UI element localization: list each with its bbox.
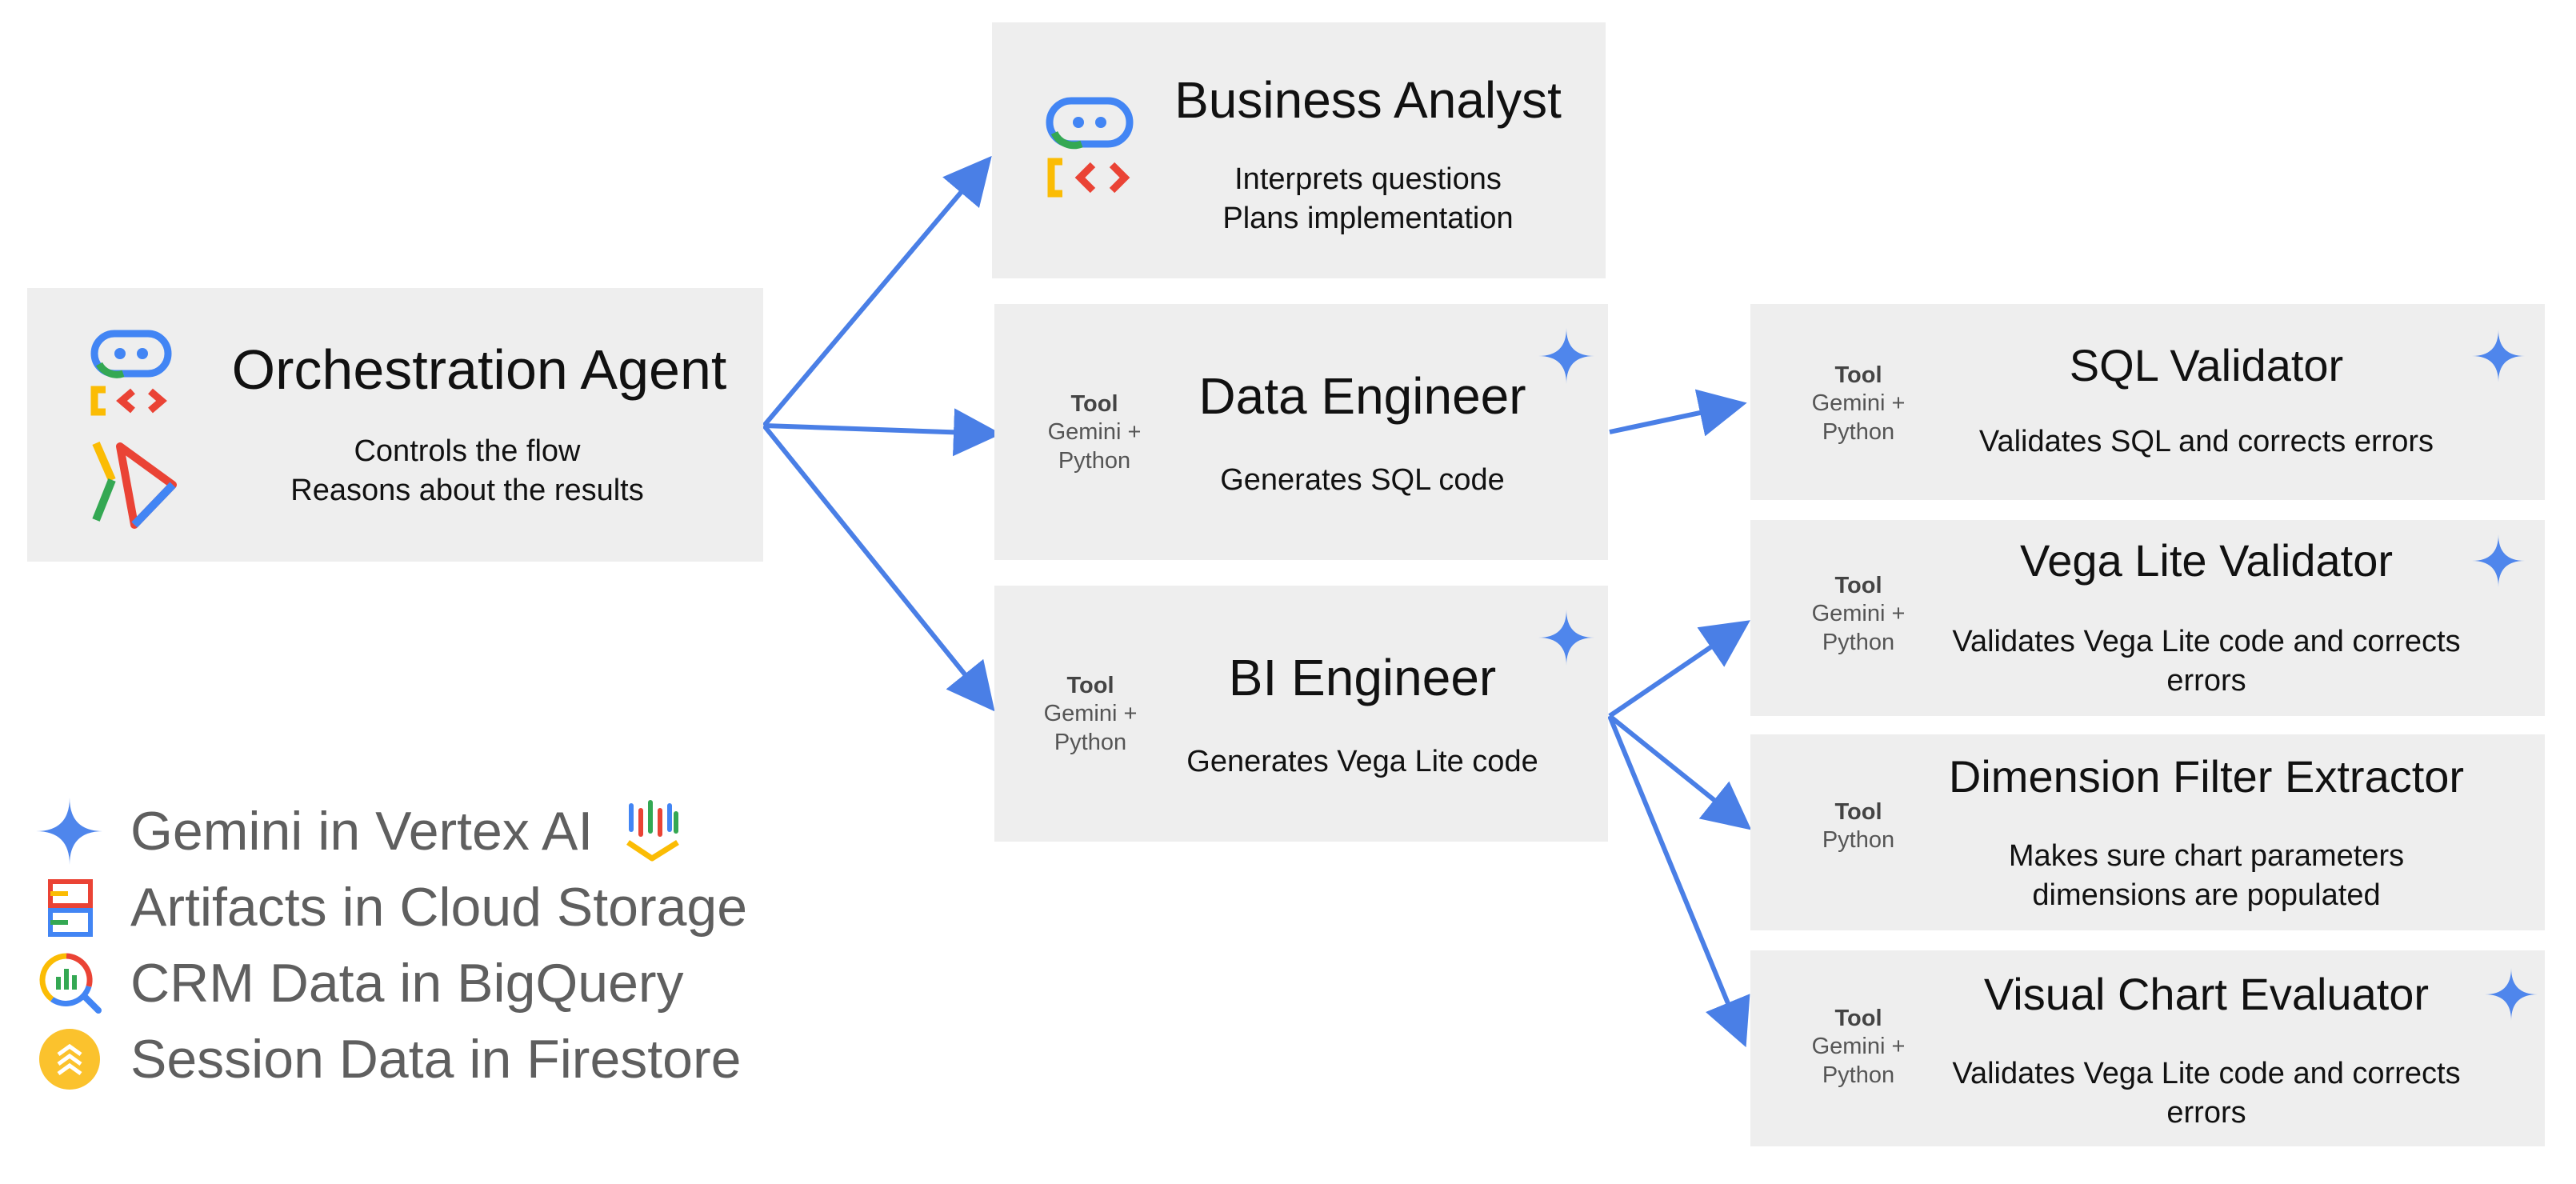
bi-engineer-desc: Generates Vega Lite code — [1186, 745, 1538, 778]
arrow-orchestrator-to-business-analyst — [762, 155, 992, 427]
gemini-sparkle-icon — [36, 798, 103, 865]
sql-validator-tool-tag: Tool Gemini + Python — [1811, 362, 1906, 445]
gemini-sparkle-icon — [2485, 968, 2538, 1021]
agent-engine-icon — [92, 442, 177, 529]
arrow-orchestrator-to-data-engineer — [763, 408, 1002, 457]
agent-builder-icon — [1046, 97, 1134, 198]
sql-validator-title: SQL Validator — [2069, 340, 2344, 390]
arrow-data-engineer-to-sql-validator — [1609, 389, 1747, 437]
business-analyst-title: Business Analyst — [1174, 71, 1562, 129]
arrow-bi-engineer-to-dimension-extractor — [1608, 714, 1752, 830]
visual-chart-evaluator-desc: Validates Vega Lite code and corrects er… — [1952, 1057, 2461, 1130]
vega-lite-validator-box: Tool Gemini + Python Vega Lite Validator… — [1750, 520, 2545, 716]
firestore-icon — [39, 1029, 100, 1090]
gemini-sparkle-icon — [1538, 610, 1594, 666]
sql-validator-desc: Validates SQL and corrects errors — [1978, 425, 2434, 458]
dimension-filter-extractor-tool-tag: Tool Python — [1822, 799, 1895, 854]
visual-chart-evaluator-tool-tag: Tool Gemini + Python — [1811, 1006, 1906, 1088]
gemini-sparkle-icon — [1538, 328, 1594, 384]
data-engineer-title: Data Engineer — [1198, 367, 1526, 425]
bigquery-icon — [39, 953, 102, 1014]
dimension-filter-extractor-box: Tool Python Dimension Filter Extractor M… — [1750, 734, 2545, 930]
business-analyst-box: Business Analyst Interprets questions Pl… — [992, 22, 1606, 278]
bi-engineer-box: Tool Gemini + Python BI Engineer Generat… — [994, 586, 1608, 842]
orchestration-agent-desc: Controls the flow Reasons about the resu… — [290, 434, 644, 508]
legend-item-firestore: Session Data in Firestore — [36, 1027, 741, 1091]
bi-engineer-title: BI Engineer — [1228, 649, 1497, 706]
dimension-filter-extractor-title: Dimension Filter Extractor — [1948, 751, 2465, 802]
arrow-bi-engineer-to-chart-evaluator — [1607, 714, 1750, 1048]
vega-lite-validator-tool-tag: Tool Gemini + Python — [1811, 573, 1906, 655]
vertex-ai-icon — [626, 800, 680, 862]
orchestration-agent-box: Orchestration Agent Controls the flow Re… — [27, 288, 763, 562]
legend-item-cloud-storage: Artifacts in Cloud Storage — [36, 875, 747, 939]
dimension-filter-extractor-desc: Makes sure chart parameters dimensions a… — [2008, 839, 2405, 913]
visual-chart-evaluator-title: Visual Chart Evaluator — [1983, 969, 2430, 1019]
legend-item-bigquery: CRM Data in BigQuery — [36, 951, 684, 1015]
business-analyst-desc: Interprets questions Plans implementatio… — [1222, 162, 1514, 236]
cloud-storage-icon — [48, 879, 93, 937]
data-engineer-desc: Generates SQL code — [1220, 463, 1505, 497]
sql-validator-box: Tool Gemini + Python SQL Validator Valid… — [1750, 304, 2545, 500]
agent-builder-icon — [90, 330, 172, 416]
orchestration-agent-title: Orchestration Agent — [231, 338, 727, 401]
bi-engineer-tool-tag: Tool Gemini + Python — [1043, 673, 1138, 755]
vega-lite-validator-title: Vega Lite Validator — [2020, 535, 2393, 586]
data-engineer-box: Tool Gemini + Python Data Engineer Gener… — [994, 304, 1608, 560]
vega-lite-validator-desc: Validates Vega Lite code and corrects er… — [1952, 625, 2461, 698]
arrow-orchestrator-to-bi-engineer — [762, 424, 995, 712]
arrow-bi-engineer-to-vega-validator — [1608, 620, 1750, 718]
visual-chart-evaluator-box: Tool Gemini + Python Visual Chart Evalua… — [1750, 950, 2545, 1146]
data-engineer-tool-tag: Tool Gemini + Python — [1047, 391, 1142, 474]
gemini-sparkle-icon — [2472, 330, 2525, 382]
legend-item-gemini: Gemini in Vertex AI — [36, 798, 686, 865]
gemini-sparkle-icon — [2472, 534, 2525, 587]
